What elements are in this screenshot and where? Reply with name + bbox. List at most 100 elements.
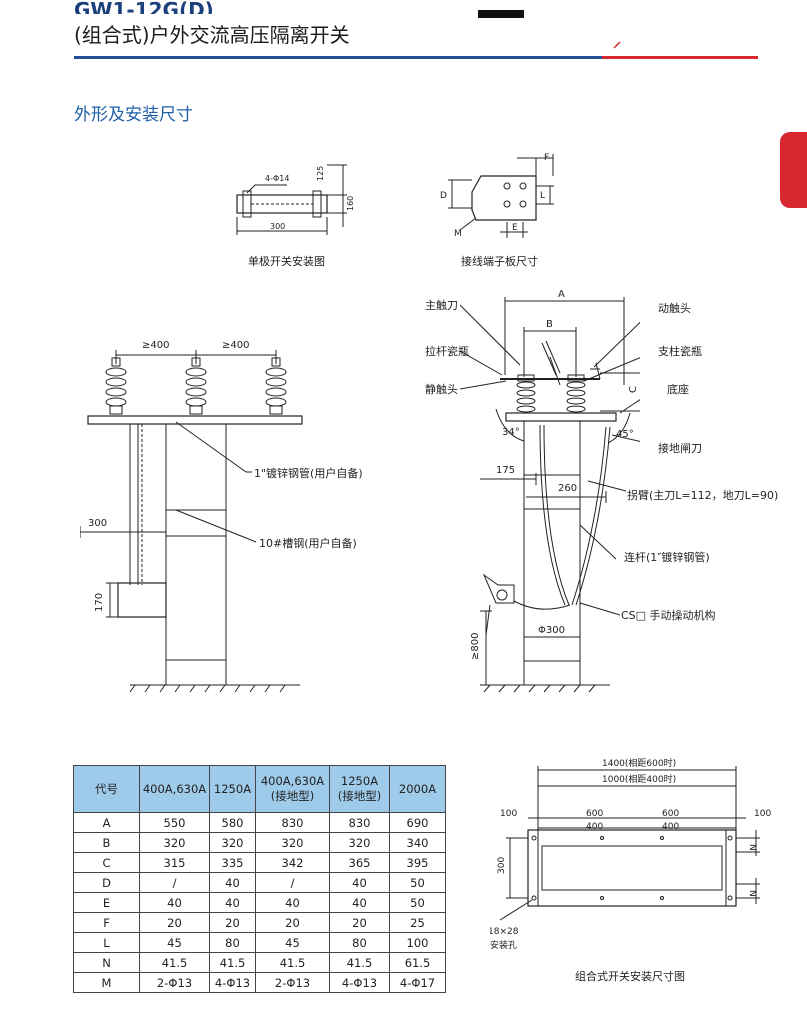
page-edge-tab: [780, 132, 807, 208]
dim-160-label: 160: [346, 196, 355, 211]
table-cell: 315: [139, 852, 210, 873]
dim-300-label: 300: [88, 518, 107, 529]
table-cell: 320: [255, 832, 330, 853]
dim-C-label: C: [628, 386, 639, 393]
table-cell: 342: [255, 852, 330, 873]
table-cell: 41.5: [329, 952, 390, 973]
mechanism-label: CS□ 手动操动机构: [621, 609, 716, 622]
table-cell: 320: [329, 832, 390, 853]
table-cell: /: [255, 872, 330, 893]
dim-A-label: A: [558, 289, 565, 300]
dim-100-left-label: 100: [500, 809, 517, 819]
spacing-2-label: ≥400: [222, 340, 249, 351]
table-cell: 4-Φ13: [329, 972, 390, 993]
dim-800-label: ≥800: [470, 633, 481, 660]
terminal-plate-figure: F D L M E: [440, 153, 554, 239]
angle-45-label: 45°: [616, 429, 634, 440]
dim-300-base-label: 300: [497, 857, 507, 874]
table-cell: 100: [389, 932, 446, 953]
link-rod-label: 连杆(1″镀锌钢管): [624, 551, 710, 564]
table-cell: 20: [255, 912, 330, 933]
dim-175-label: 175: [496, 465, 515, 476]
table-cell: 20: [209, 912, 256, 933]
table-cell: 830: [255, 812, 330, 833]
table-cell: 4-Φ13: [209, 972, 256, 993]
dim-E-label: E: [512, 223, 518, 233]
base-holes-caption: 基础安装孔: [490, 939, 517, 951]
table-cell: 2-Φ13: [139, 972, 210, 993]
table-cell: C: [73, 852, 140, 873]
pull-rod-insulator-label: 拉杆瓷瓶: [425, 345, 469, 358]
main-blade-label: 主触刀: [425, 299, 458, 312]
table-header-cell: 1250A: [209, 765, 256, 813]
table-cell: 550: [139, 812, 210, 833]
product-subtitle: (组合式)户外交流高压隔离开关: [74, 23, 350, 47]
header-logo-block: [478, 10, 524, 18]
table-header-cell: 400A,630A: [139, 765, 210, 813]
moving-contact-label: 动触头: [658, 302, 691, 315]
dim-1000-label: 1000(相距400时): [602, 773, 676, 785]
table-cell: L: [73, 932, 140, 953]
table-cell: 40: [139, 892, 210, 913]
table-cell: M: [73, 972, 140, 993]
table-cell: 40: [209, 892, 256, 913]
table-cell: 40: [329, 892, 390, 913]
dim-100-right-label: 100: [754, 809, 771, 819]
dim-600-left-label: 600: [586, 809, 603, 819]
red-mark-icon: [613, 41, 621, 49]
dim-N-top-label: N: [747, 844, 757, 851]
header-rule-red: [602, 56, 758, 59]
channel-label: 10#槽钢(用户自备): [259, 537, 357, 550]
dim-B-label: B: [546, 319, 553, 330]
table-cell: 50: [389, 892, 446, 913]
dim-N-bottom-label: N: [747, 890, 757, 897]
dim-170-label: 170: [94, 593, 105, 612]
table-cell: 2-Φ13: [255, 972, 330, 993]
table-cell: 4-Φ17: [389, 972, 446, 993]
table-cell: 20: [329, 912, 390, 933]
table-cell: 50: [389, 872, 446, 893]
dim-260-label: 260: [558, 483, 577, 494]
table-header-cell: 400A,630A (接地型): [255, 765, 330, 813]
table-cell: B: [73, 832, 140, 853]
dim-F-label: F: [544, 153, 549, 163]
crank-arm-label: 拐臂(主刀L=112，地刀L=90): [627, 489, 779, 502]
dim-125-label: 125: [316, 166, 325, 181]
table-cell: E: [73, 892, 140, 913]
table-cell: 80: [209, 932, 256, 953]
table-cell: 41.5: [209, 952, 256, 973]
table-cell: 40: [255, 892, 330, 913]
static-contact-label: 静触头: [425, 383, 458, 396]
base-label: 底座: [667, 383, 689, 396]
insulator-left: [105, 357, 127, 415]
table-cell: 25: [389, 912, 446, 933]
single-pole-caption: 单极开关安装图: [248, 255, 325, 268]
base-holes-label: 4-Φ18×28: [490, 927, 519, 937]
table-cell: 20: [139, 912, 210, 933]
table-header-cell: 1250A (接地型): [329, 765, 390, 813]
table-cell: 365: [329, 852, 390, 873]
dim-1400-label: 1400(相距600时): [602, 757, 676, 769]
spacing-1-label: ≥400: [142, 340, 169, 351]
table-cell: 45: [139, 932, 210, 953]
table-header-cell: 代号: [73, 765, 140, 813]
insulator-middle: [185, 357, 207, 415]
dim-M-label: M: [454, 229, 462, 239]
table-cell: 320: [139, 832, 210, 853]
model-title: GW1-12G(D): [74, 0, 214, 14]
table-cell: F: [73, 912, 140, 933]
side-view-figure: A B C 34° 45° 175 260 Φ300 ≥800: [460, 289, 640, 693]
table-cell: 80: [329, 932, 390, 953]
table-cell: 41.5: [139, 952, 210, 973]
angle-34-label: 34°: [502, 427, 520, 438]
terminal-plate-caption: 接线端子板尺寸: [461, 255, 538, 268]
table-header-cell: 2000A: [389, 765, 446, 813]
